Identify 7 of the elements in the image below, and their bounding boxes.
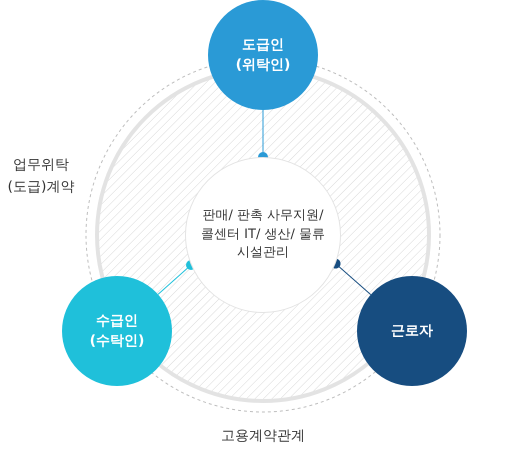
node-label: 도급인 (위탁인) (234, 36, 292, 75)
relation-label: 업무위탁 (도급)계약 (6, 156, 76, 197)
relation-label: 고용계약관계 (220, 427, 306, 446)
node-label: 근로자 (390, 322, 434, 341)
circle-node (208, 0, 318, 110)
node-label: 수급인 (수탁인) (88, 312, 146, 351)
node-label: 판매/ 판촉 사무지원/ 콜센터 IT/ 생산/ 물류 시설관리 (200, 206, 326, 262)
